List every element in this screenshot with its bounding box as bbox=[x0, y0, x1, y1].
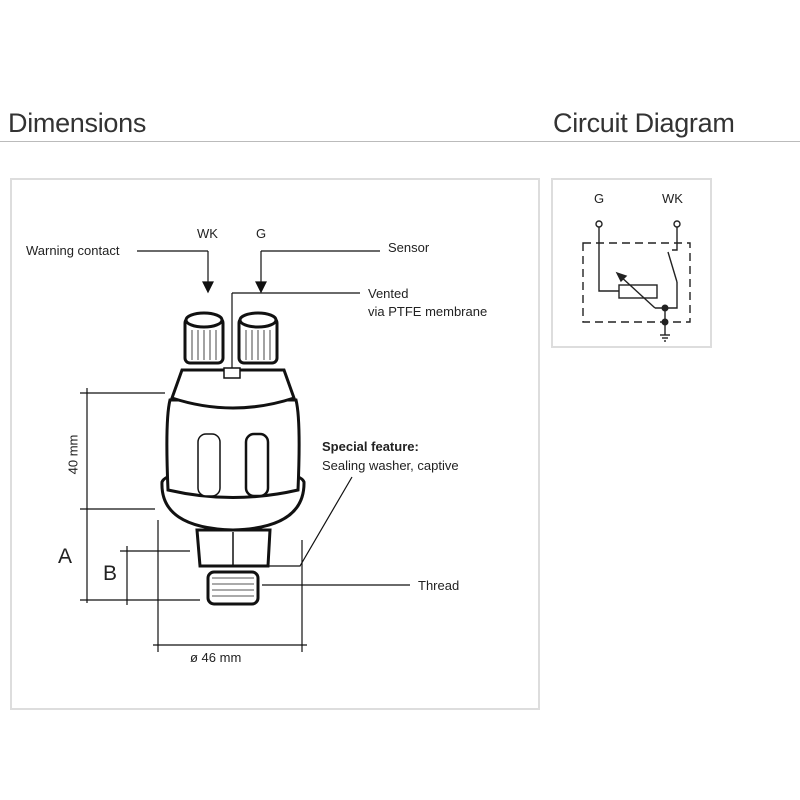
dimensions-heading: Dimensions bbox=[8, 108, 147, 138]
diameter-label: ø 46 mm bbox=[190, 650, 242, 665]
height-label: 40 mm bbox=[65, 434, 81, 475]
leader-washer bbox=[268, 476, 353, 567]
circuit-panel bbox=[551, 178, 712, 348]
header-divider bbox=[0, 141, 800, 142]
circuit-g-label: G bbox=[594, 191, 605, 206]
vented-label: Vented bbox=[368, 286, 409, 301]
dimension-a-label: A bbox=[58, 545, 73, 568]
dimension-b-label: B bbox=[103, 562, 118, 585]
wk-terminal-label: WK bbox=[197, 226, 218, 241]
sensor-label: Sensor bbox=[388, 240, 430, 255]
circuit-schematic bbox=[582, 220, 691, 342]
thread-label: Thread bbox=[418, 578, 460, 593]
special-feature-text: Sealing washer, captive bbox=[322, 458, 459, 473]
warning-contact-label: Warning contact bbox=[26, 243, 120, 258]
special-feature-title: Special feature: bbox=[322, 439, 419, 454]
dimensions-panel bbox=[10, 178, 540, 710]
g-terminal-label: G bbox=[256, 226, 267, 241]
circuit-diagram-heading: Circuit Diagram bbox=[553, 108, 735, 138]
ptfe-membrane-label: via PTFE membrane bbox=[368, 304, 488, 319]
sensor-illustration bbox=[160, 311, 306, 606]
circuit-wk-label: WK bbox=[662, 191, 683, 206]
